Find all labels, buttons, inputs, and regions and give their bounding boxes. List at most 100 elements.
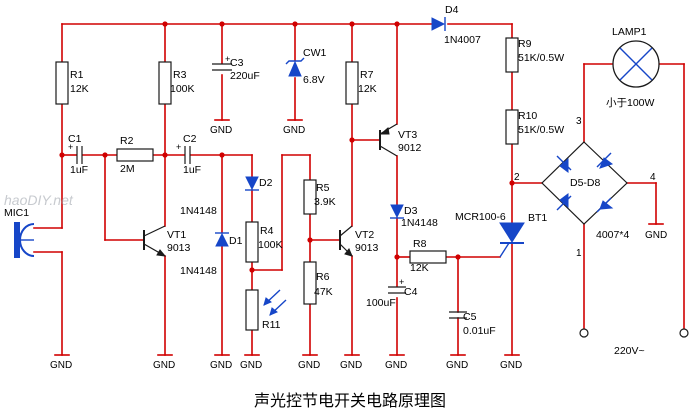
transistor-vt1 [143,225,167,257]
r10-value: 51K/0.5W [518,124,564,136]
diode-d4 [431,17,446,31]
r2-ref: R2 [120,135,134,147]
svg-text:+: + [225,54,230,64]
pin-4: 4 [650,172,656,183]
gnd-label: GND [298,360,320,371]
gnd-label: GND [210,125,232,136]
gnd-label: GND [210,360,232,371]
pin-2: 2 [514,172,520,183]
c2-ref: C2 [183,133,197,145]
c4-ref: C4 [404,286,418,298]
d1-ref: D1 [229,235,243,247]
c5-value: 0.01uF [463,325,496,337]
mic-ref: MIC1 [4,207,29,219]
d4-ref: D4 [445,4,459,16]
scr-ref: BT1 [528,212,547,224]
supply-label: 220V~ [614,345,645,357]
gnd-label: GND [340,360,362,371]
ac-terminal-right [679,328,689,338]
resistor-r8 [409,250,447,264]
gnd-label: GND [645,230,667,241]
r7-ref: R7 [360,69,374,81]
resistor-r3 [158,61,172,105]
r6-value: 47K [314,286,333,298]
r6-ref: R6 [316,271,330,283]
diode-d1 [215,232,229,247]
r5-value: 3.9K [314,196,336,208]
r3-value: 100K [170,83,195,95]
vt3-ref: VT3 [398,129,417,141]
d4-value: 1N4007 [444,34,481,46]
c1-value: 1uF [70,164,88,176]
ground-symbols [54,119,664,356]
gnd-label: GND [385,360,407,371]
capacitor-c1: + [68,142,83,164]
resistor-r7 [345,61,359,105]
bridge-rectifier [541,141,628,225]
zener-cw1 [285,57,305,77]
gnd-label: GND [240,360,262,371]
ac-terminal-left [579,328,589,338]
capacitor-c5 [449,311,467,319]
c4-value: 100uF [366,297,396,309]
vt2-value: 9013 [355,242,379,254]
r4-value: 100K [258,239,283,251]
vt3-value: 9012 [398,142,422,154]
capacitor-c2: + [176,142,191,164]
resistor-r6 [303,261,317,305]
capacitor-c4: + [388,277,406,294]
svg-text:+: + [399,277,404,287]
scr-value: MCR100-6 [455,211,506,223]
r4-ref: R4 [260,225,274,237]
wires [33,23,685,356]
c2-value: 1uF [183,164,201,176]
r7-value: 12K [358,83,377,95]
microphone-icon [14,222,35,258]
lamp-icon [612,40,660,88]
capacitor-c3: + [212,54,232,71]
pin-1: 1 [576,248,582,259]
vt1-value: 9013 [167,242,191,254]
vt2-ref: VT2 [355,229,374,241]
vt1-ref: VT1 [167,229,186,241]
page-title: 声光控节电开关电路原理图 [254,391,446,410]
r8-ref: R8 [413,238,427,250]
d3-value: 1N4148 [401,217,438,229]
resistor-r5 [303,179,317,215]
d3-ref: D3 [404,205,418,217]
gnd-label: GND [446,360,468,371]
r9-value: 51K/0.5W [518,52,564,64]
diode-d3 [390,204,404,219]
r1-value: 12K [70,83,89,95]
gnd-label: GND [500,360,522,371]
diode-d2 [245,176,259,191]
r2-value: 2M [120,163,135,175]
r3-ref: R3 [173,69,187,81]
c1-ref: C1 [68,133,82,145]
svg-text:+: + [176,142,181,152]
d2-value: 1N4148 [180,265,217,277]
r1-ref: R1 [70,69,84,81]
c5-ref: C5 [463,311,477,323]
r9-ref: R9 [518,38,532,50]
r5-ref: R5 [316,182,330,194]
scr-bt1 [499,222,525,258]
watermark: haoDIY.net [4,192,74,208]
c3-ref: C3 [230,57,244,69]
gnd-label: GND [50,360,72,371]
transistor-vt2 [339,225,353,257]
resistor-r1 [55,61,69,105]
r11-ref: R11 [262,319,281,331]
lamp-ref: LAMP1 [612,26,647,38]
photoresistor-r11 [245,289,287,331]
gnd-label: GND [283,125,305,136]
bridge-ref: D5-D8 [570,177,601,189]
cw1-value: 6.8V [303,74,325,86]
cw1-ref: CW1 [303,47,326,59]
c3-value: 220uF [230,70,260,82]
gnd-label: GND [153,360,175,371]
r10-ref: R10 [518,110,537,122]
transistor-vt3 [379,123,398,157]
resistor-r9 [505,37,519,73]
